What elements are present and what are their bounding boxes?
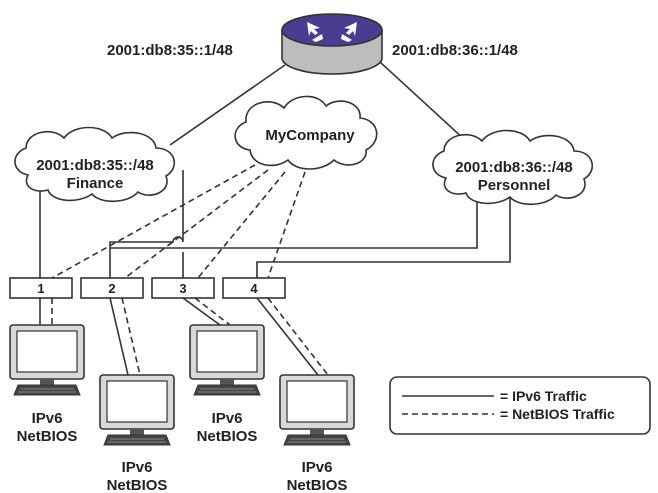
legend: = IPv6 Traffic = NetBIOS Traffic <box>389 376 651 435</box>
port-2: 2 <box>80 277 144 299</box>
pc-4-line1: IPv6 <box>302 459 333 476</box>
mycompany-label: MyCompany <box>265 127 355 144</box>
personnel-cloud: 2001:db8:36::/48 Personnel <box>432 129 594 206</box>
port-1-label: 1 <box>37 281 44 296</box>
switch-ports: 1 2 3 4 <box>9 277 286 299</box>
router-arrows-icon <box>307 22 357 42</box>
pc-4-line2: NetBIOS <box>287 477 348 493</box>
pc-3: IPv6 NetBIOS <box>189 324 265 445</box>
port-4: 4 <box>222 277 286 299</box>
pc-2-line1: IPv6 <box>122 459 153 476</box>
pc-1-line1: IPv6 <box>32 410 63 427</box>
computer-icon <box>189 324 265 396</box>
port-3: 3 <box>151 277 215 299</box>
computer-icon <box>9 324 85 396</box>
pc-2: IPv6 NetBIOS <box>99 374 175 493</box>
port-2-label: 2 <box>108 281 115 296</box>
computer-icon <box>99 374 175 446</box>
router-left-address: 2001:db8:35::1/48 <box>107 42 233 59</box>
port-4-label: 4 <box>250 281 258 296</box>
pc-3-line1: IPv6 <box>212 410 243 427</box>
pc-4: IPv6 NetBIOS <box>279 374 355 493</box>
personnel-label: Personnel <box>478 177 551 194</box>
port-1: 1 <box>9 277 73 299</box>
finance-label: Finance <box>67 175 124 192</box>
netbios-links <box>51 164 329 376</box>
pc-2-line2: NetBIOS <box>107 477 168 493</box>
pc-3-line2: NetBIOS <box>197 428 258 445</box>
pc-1: IPv6 NetBIOS <box>9 324 85 445</box>
router <box>281 13 383 75</box>
personnel-prefix: 2001:db8:36::/48 <box>455 159 573 176</box>
ipv6-links <box>39 61 511 376</box>
router-right-address: 2001:db8:36::1/48 <box>392 42 518 59</box>
pc-1-line2: NetBIOS <box>17 428 78 445</box>
finance-prefix: 2001:db8:35::/48 <box>36 157 154 174</box>
legend-netbios: = NetBIOS Traffic <box>500 406 615 422</box>
computer-icon <box>279 374 355 446</box>
mycompany-cloud: MyCompany <box>234 95 378 170</box>
finance-cloud: 2001:db8:35::/48 Finance <box>14 126 176 203</box>
port-3-label: 3 <box>179 281 186 296</box>
legend-ipv6: = IPv6 Traffic <box>500 388 587 404</box>
